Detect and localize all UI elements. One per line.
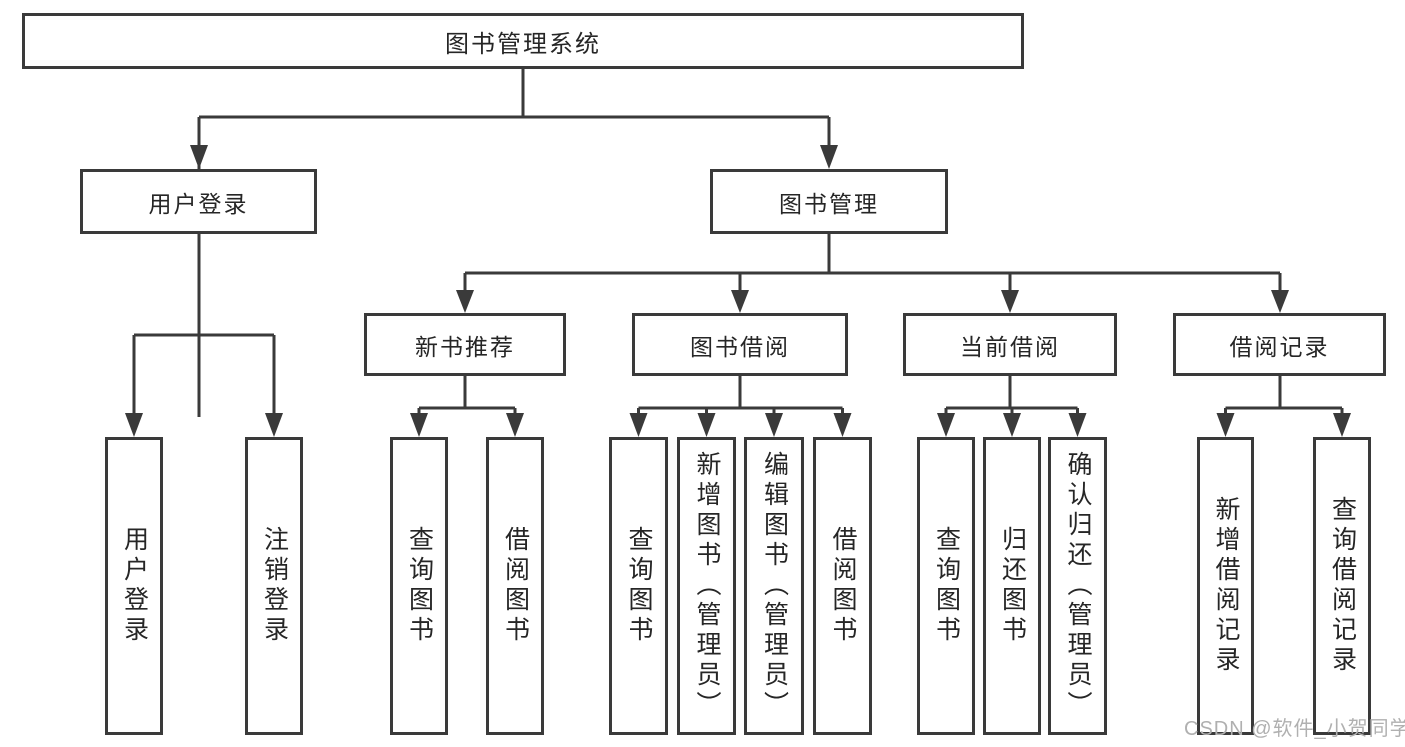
watermark: CSDN @软件_小贺同学 — [1184, 718, 1405, 740]
leaf-borrow-books-label: 借阅图书 — [829, 526, 857, 646]
node-borrow-record-label: 借阅记录 — [1229, 333, 1330, 360]
leaf-add-borrow-record: 新增借阅记录 — [1197, 437, 1254, 735]
leaf-return-books: 归还图书 — [983, 437, 1041, 735]
connector-userlogin-to-leaves — [125, 234, 283, 437]
leaf-query-books-current: 查询图书 — [917, 437, 975, 735]
node-book-borrow-label: 图书借阅 — [690, 333, 790, 360]
connector-borrowrecord-to-leaves — [1216, 376, 1351, 437]
node-book-management: 图书管理 — [710, 169, 948, 234]
leaf-borrow-books: 借阅图书 — [813, 437, 872, 735]
node-user-login: 用户登录 — [80, 169, 317, 234]
node-new-book-recommend: 新书推荐 — [364, 313, 566, 376]
leaf-query-books-borrow: 查询图书 — [609, 437, 668, 735]
connector-bookborrow-to-leaves — [629, 376, 852, 437]
leaf-query-borrow-record: 查询借阅记录 — [1313, 437, 1371, 735]
connector-root-to-level1 — [190, 69, 838, 417]
leaf-query-books-recommend: 查询图书 — [390, 437, 448, 735]
leaf-user-login-label: 用户登录 — [120, 526, 149, 646]
leaf-borrow-books-recommend-label: 借阅图书 — [501, 526, 530, 646]
leaf-user-login: 用户登录 — [105, 437, 163, 735]
leaf-query-books-recommend-label: 查询图书 — [405, 526, 434, 646]
node-root: 图书管理系统 — [22, 13, 1024, 69]
connector-currentborrow-to-leaves — [937, 376, 1087, 437]
node-book-borrow: 图书借阅 — [632, 313, 848, 376]
node-user-login-label: 用户登录 — [148, 190, 249, 217]
leaf-add-borrow-record-label: 新增借阅记录 — [1212, 496, 1240, 676]
leaf-confirm-return-admin-label: 确认归还（管理员） — [1064, 451, 1092, 721]
leaf-return-books-label: 归还图书 — [998, 526, 1027, 646]
leaf-edit-books-admin-label: 编辑图书（管理员） — [760, 451, 789, 721]
leaf-query-books-current-label: 查询图书 — [932, 526, 961, 646]
leaf-add-books-admin: 新增图书（管理员） — [677, 437, 736, 735]
node-current-borrow-label: 当前借阅 — [960, 333, 1060, 360]
node-borrow-record: 借阅记录 — [1173, 313, 1386, 376]
leaf-query-books-borrow-label: 查询图书 — [625, 526, 653, 646]
leaf-edit-books-admin: 编辑图书（管理员） — [744, 437, 804, 735]
leaf-borrow-books-recommend: 借阅图书 — [486, 437, 544, 735]
connector-newbook-to-leaves — [410, 376, 524, 437]
leaf-logout-label: 注销登录 — [260, 526, 289, 646]
node-new-book-recommend-label: 新书推荐 — [415, 333, 515, 360]
connector-bookmgmt-to-level2 — [456, 234, 1289, 313]
leaf-logout: 注销登录 — [245, 437, 303, 735]
leaf-add-books-admin-label: 新增图书（管理员） — [693, 451, 721, 721]
node-current-borrow: 当前借阅 — [903, 313, 1117, 376]
leaf-query-borrow-record-label: 查询借阅记录 — [1328, 496, 1357, 676]
leaf-confirm-return-admin: 确认归还（管理员） — [1048, 437, 1107, 735]
node-book-management-label: 图书管理 — [779, 190, 879, 217]
node-root-label: 图书管理系统 — [445, 30, 601, 58]
